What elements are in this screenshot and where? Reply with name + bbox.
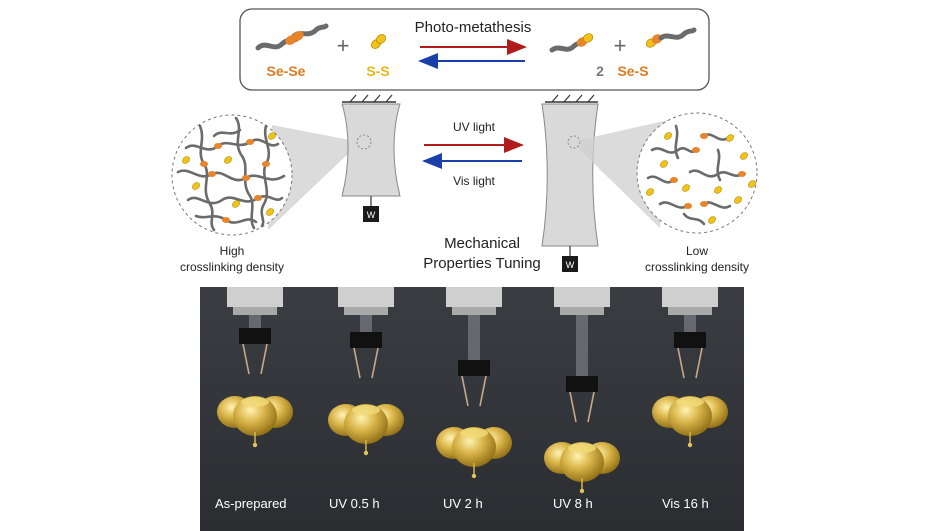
se-s-molecule-icon <box>645 27 697 48</box>
photo-label-2: UV 2 h <box>443 496 483 511</box>
reaction-title: Photo-metathesis <box>415 19 532 36</box>
weight-label-right: W <box>566 260 575 270</box>
right-density-label-line1: Low <box>686 244 708 258</box>
photo-label-3: UV 8 h <box>553 496 593 511</box>
se-s-molecule-icon <box>549 33 594 53</box>
hanging-sample-4 <box>652 287 728 448</box>
weight-block-icon <box>363 206 379 222</box>
photo-label-4: Vis 16 h <box>662 496 709 511</box>
right-density-label-line2: crosslinking density <box>645 260 749 274</box>
low-crosslink-network-icon <box>636 112 758 234</box>
hanging-sample-0 <box>217 287 293 448</box>
high-crosslink-network-icon <box>171 114 293 236</box>
photo-label-1: UV 0.5 h <box>329 496 380 511</box>
reactant-s-s-label: S-S <box>366 63 389 79</box>
reactant-se-se-label: Se-Se <box>267 63 306 79</box>
plus-sign-2: + <box>614 33 627 58</box>
vis-light-label: Vis light <box>453 174 495 188</box>
center-caption-line2: Properties Tuning <box>423 255 541 272</box>
hanging-sample-1 <box>328 287 404 456</box>
product-coefficient: 2 <box>596 63 604 79</box>
hanging-sample-3 <box>544 287 620 494</box>
right-specimen: W <box>541 94 599 272</box>
left-specimen: W <box>341 94 401 222</box>
zoom-cone-left <box>268 125 350 230</box>
photo-label-0: As-prepared <box>215 496 287 511</box>
plus-sign-1: + <box>337 33 350 58</box>
weight-label-left: W <box>367 210 376 220</box>
product-se-s-label: Se-S <box>617 63 648 79</box>
left-density-label-line2: crosslinking density <box>180 260 284 274</box>
se-se-molecule-icon <box>255 23 329 51</box>
experiment-photo <box>200 287 744 531</box>
uv-light-label: UV light <box>453 120 496 134</box>
left-density-label-line1: High <box>220 244 245 258</box>
hanging-sample-2 <box>436 287 512 479</box>
center-caption-line1: Mechanical <box>444 235 520 252</box>
reaction-panel: Photo-metathesis Se-Se + S-S + <box>239 8 710 91</box>
weight-block-icon <box>562 256 578 272</box>
s-s-molecule-icon <box>370 34 387 49</box>
